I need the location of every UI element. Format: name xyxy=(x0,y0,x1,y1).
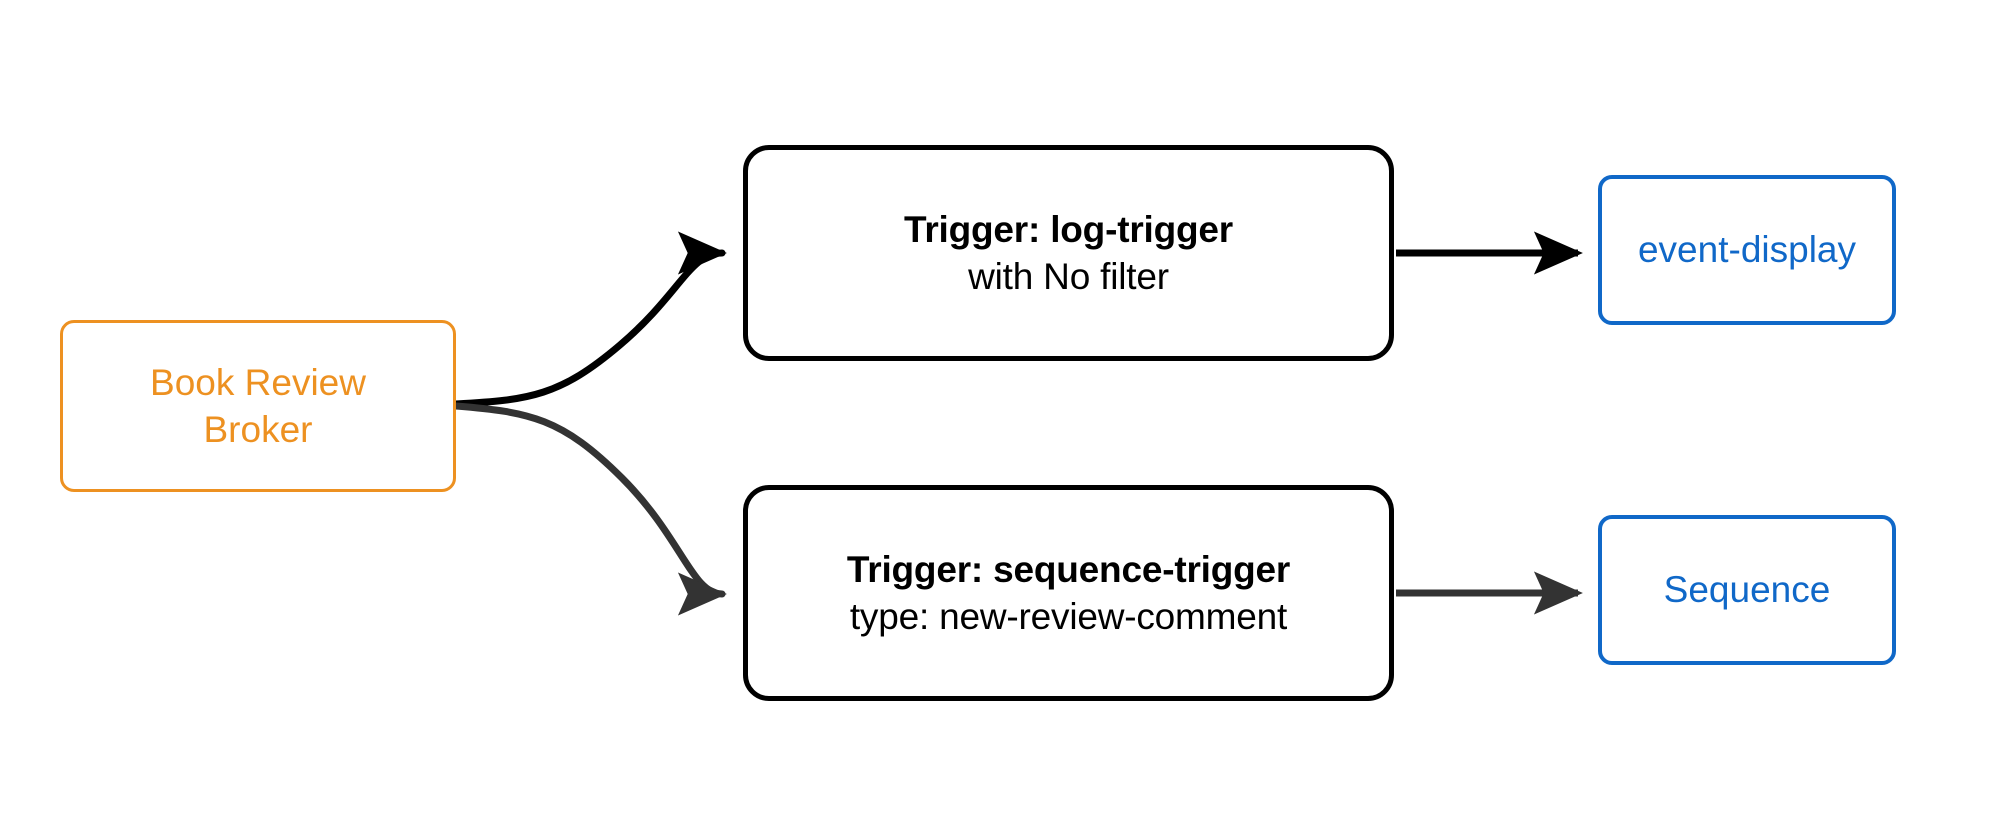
node-sink-event-display[interactable]: event-display xyxy=(1598,175,1896,325)
trigger-sequence-trigger-subtitle: type: new-review-comment xyxy=(849,596,1288,637)
sink-sequence-label: Sequence xyxy=(1663,569,1831,611)
trigger-log-trigger-title: Trigger: log-trigger xyxy=(903,208,1233,250)
sink-event-display-label: event-display xyxy=(1637,229,1856,271)
node-sink-sequence[interactable]: Sequence xyxy=(1598,515,1896,665)
edge-broker-to-sequence-trigger xyxy=(452,402,727,616)
trigger-log-trigger-subtitle: with No filter xyxy=(968,256,1169,297)
broker-label-line-1: Book Review xyxy=(150,361,366,403)
edge-broker-to-log-trigger xyxy=(452,231,727,408)
trigger-sequence-trigger-title: Trigger: sequence-trigger xyxy=(846,548,1291,590)
node-book-review-broker[interactable]: Book Review Broker xyxy=(60,320,456,492)
node-trigger-sequence-trigger[interactable]: Trigger: sequence-trigger type: new-revi… xyxy=(743,485,1394,701)
node-trigger-log-trigger[interactable]: Trigger: log-trigger with No filter xyxy=(743,145,1394,361)
broker-label-line-2: Broker xyxy=(203,409,313,450)
